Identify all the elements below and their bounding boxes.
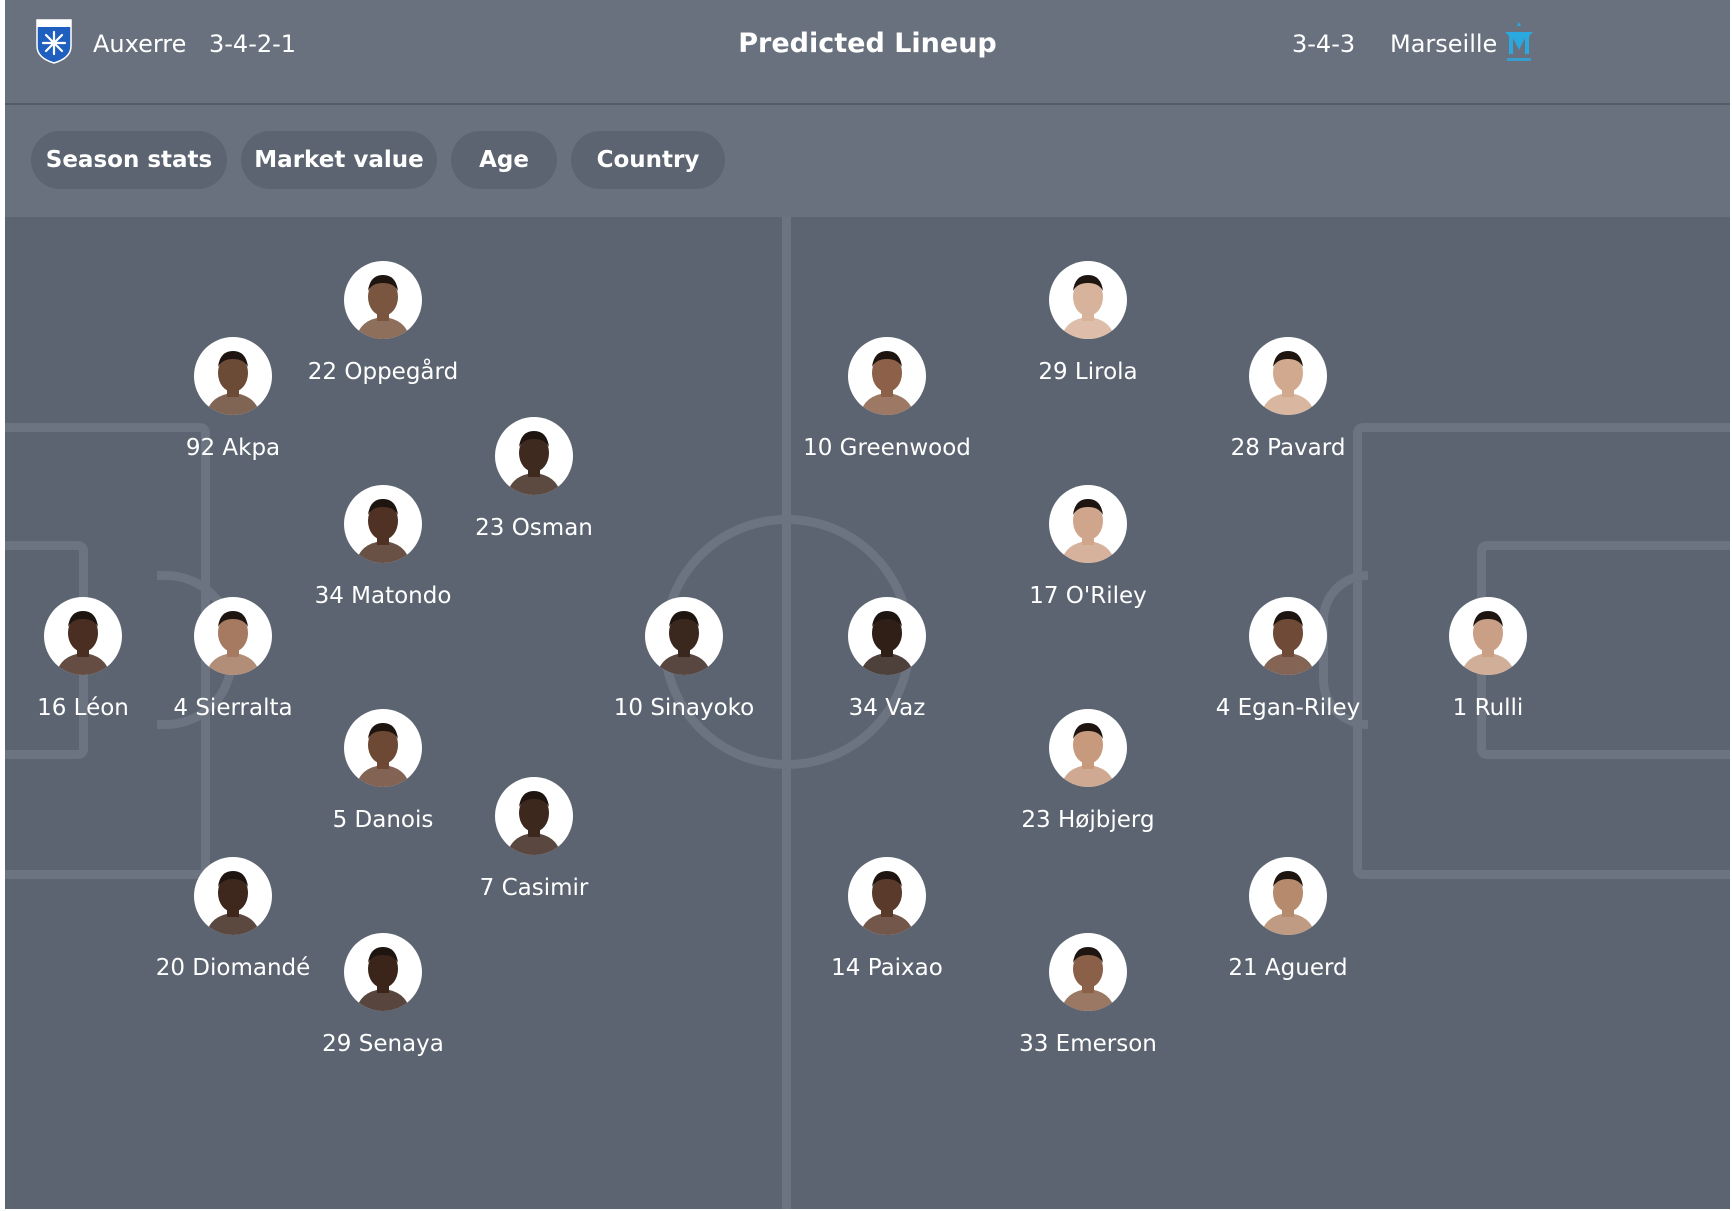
player-name: 29 Senaya: [322, 1031, 444, 1057]
player-away-o-riley[interactable]: 17 O'Riley: [988, 485, 1188, 611]
home-team-name[interactable]: Auxerre: [93, 30, 187, 58]
player-home-danois[interactable]: 5 Danois: [283, 709, 483, 835]
player-photo[interactable]: [1049, 261, 1127, 339]
season-stats-chip[interactable]: Season stats: [31, 131, 227, 189]
player-name: 4 Egan-Riley: [1215, 695, 1361, 721]
player-home-sinayoko[interactable]: 10 Sinayoko: [584, 597, 784, 723]
player-name: 23 Højbjerg: [1021, 807, 1155, 833]
market-value-chip[interactable]: Market value: [241, 131, 437, 189]
player-home-leon[interactable]: 16 Léon: [5, 597, 183, 723]
player-photo[interactable]: [344, 933, 422, 1011]
player-name: 29 Lirola: [1038, 359, 1138, 385]
player-name: 34 Matondo: [314, 583, 452, 609]
player-photo[interactable]: [44, 597, 122, 675]
lineup-card: Auxerre 3-4-2-1 Predicted Lineup 3-4-3 M…: [5, 0, 1730, 1209]
player-name: 28 Pavard: [1230, 435, 1346, 461]
player-name: 5 Danois: [332, 807, 434, 833]
page-title: Predicted Lineup: [738, 28, 997, 59]
player-away-aguerd[interactable]: 21 Aguerd: [1188, 857, 1388, 983]
age-chip[interactable]: Age: [451, 131, 557, 189]
country-chip[interactable]: Country: [571, 131, 725, 189]
player-name: 92 Akpa: [185, 435, 281, 461]
player-name: 34 Vaz: [848, 695, 926, 721]
player-photo[interactable]: [495, 777, 573, 855]
player-home-diomande[interactable]: 20 Diomandé: [133, 857, 333, 983]
player-name: 7 Casimir: [479, 875, 589, 901]
player-photo[interactable]: [1049, 933, 1127, 1011]
player-photo[interactable]: [1049, 485, 1127, 563]
away-formation: 3-4-3: [1292, 30, 1356, 58]
player-home-matondo[interactable]: 34 Matondo: [283, 485, 483, 611]
lineup-header: Auxerre 3-4-2-1 Predicted Lineup 3-4-3 M…: [5, 0, 1730, 105]
player-photo[interactable]: [1249, 337, 1327, 415]
player-name: 14 Paixao: [831, 955, 943, 981]
player-home-sierralta[interactable]: 4 Sierralta: [133, 597, 333, 723]
player-photo[interactable]: [495, 417, 573, 495]
filter-bar: Season stats Market value Age Country: [5, 105, 1730, 217]
player-away-emerson[interactable]: 33 Emerson: [988, 933, 1188, 1059]
right-penalty-box: [1353, 423, 1730, 879]
player-photo[interactable]: [194, 857, 272, 935]
player-photo[interactable]: [1049, 709, 1127, 787]
marseille-crest-icon: [1499, 20, 1539, 66]
player-photo[interactable]: [1449, 597, 1527, 675]
player-away-lirola[interactable]: 29 Lirola: [988, 261, 1188, 387]
player-photo[interactable]: [194, 337, 272, 415]
player-photo[interactable]: [645, 597, 723, 675]
auxerre-crest-icon: [35, 18, 73, 64]
player-name: 10 Sinayoko: [613, 695, 755, 721]
player-home-osman[interactable]: 23 Osman: [434, 417, 634, 543]
player-home-oppegard[interactable]: 22 Oppegård: [283, 261, 483, 387]
player-name: 21 Aguerd: [1228, 955, 1348, 981]
player-photo[interactable]: [1249, 857, 1327, 935]
pitch: 16 Léon 92 Akpa 4 Sierralta 20 Diomandé 22 O…: [5, 217, 1730, 1209]
player-away-vaz[interactable]: 34 Vaz: [787, 597, 987, 723]
player-photo[interactable]: [1249, 597, 1327, 675]
player-photo[interactable]: [848, 857, 926, 935]
player-photo[interactable]: [344, 709, 422, 787]
player-name: 23 Osman: [475, 515, 593, 541]
player-photo[interactable]: [848, 597, 926, 675]
player-away-paixao[interactable]: 14 Paixao: [787, 857, 987, 983]
player-name: 1 Rulli: [1452, 695, 1524, 721]
player-name: 22 Oppegård: [307, 359, 459, 385]
player-name: 17 O'Riley: [1029, 583, 1147, 609]
away-team-name[interactable]: Marseille: [1390, 30, 1498, 58]
player-name: 20 Diomandé: [155, 955, 311, 981]
home-formation: 3-4-2-1: [209, 30, 297, 58]
player-name: 4 Sierralta: [173, 695, 293, 721]
player-away-pavard[interactable]: 28 Pavard: [1188, 337, 1388, 463]
player-away-egan-riley[interactable]: 4 Egan-Riley: [1188, 597, 1388, 723]
player-away-hojbjerg[interactable]: 23 Højbjerg: [988, 709, 1188, 835]
player-photo[interactable]: [848, 337, 926, 415]
player-name: 16 Léon: [37, 695, 129, 721]
player-home-senaya[interactable]: 29 Senaya: [283, 933, 483, 1059]
player-away-rulli[interactable]: 1 Rulli: [1388, 597, 1588, 723]
player-photo[interactable]: [344, 261, 422, 339]
player-home-akpa[interactable]: 92 Akpa: [133, 337, 333, 463]
player-name: 33 Emerson: [1019, 1031, 1157, 1057]
player-name: 10 Greenwood: [803, 435, 971, 461]
player-photo[interactable]: [344, 485, 422, 563]
player-photo[interactable]: [194, 597, 272, 675]
player-away-greenwood[interactable]: 10 Greenwood: [787, 337, 987, 463]
player-home-casimir[interactable]: 7 Casimir: [434, 777, 634, 903]
